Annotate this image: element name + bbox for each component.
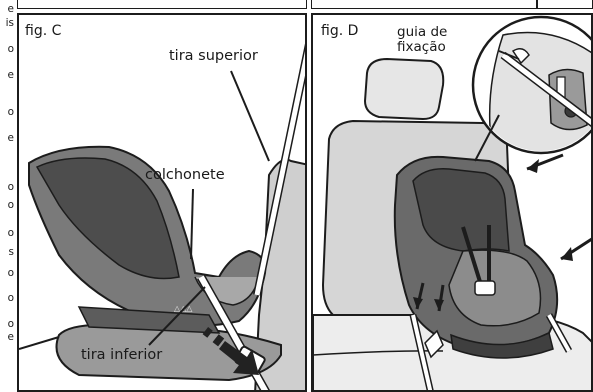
callout-cushion: colchonete bbox=[145, 167, 225, 183]
leader-detail bbox=[474, 114, 500, 162]
vehicle-headrest bbox=[363, 57, 445, 121]
leader-cushion bbox=[190, 188, 194, 260]
previous-panel-edge bbox=[311, 0, 593, 9]
callout-top-strap: tira superior bbox=[169, 48, 258, 64]
text-fragment: o bbox=[7, 292, 14, 304]
text-fragment: o bbox=[7, 181, 14, 193]
text-fragment: e bbox=[7, 3, 14, 15]
cropped-text-column: e is o e o e o o o s o o o e bbox=[0, 0, 16, 392]
figure-c-panel: △△△ fig. C tira superior colchonete tira… bbox=[17, 13, 307, 392]
detail-content bbox=[488, 31, 591, 151]
belt-right bbox=[547, 314, 571, 352]
top-strap bbox=[254, 50, 305, 296]
vehicle-seat-cushion bbox=[55, 323, 282, 382]
text-fragment: is bbox=[5, 17, 14, 29]
figure-d-label: fig. D bbox=[321, 23, 359, 39]
child-seat-base bbox=[77, 306, 221, 334]
text-fragment: o bbox=[7, 318, 14, 330]
direction-arrow bbox=[202, 327, 259, 375]
child-seat-headrest bbox=[412, 168, 510, 252]
previous-panel-edge bbox=[17, 0, 307, 9]
arrow-head bbox=[413, 297, 423, 309]
leader-lower-strap bbox=[148, 286, 206, 346]
text-fragment: e bbox=[7, 331, 14, 343]
figure-c-label: fig. C bbox=[25, 23, 62, 39]
figure-d-panel: fig. D guia de fixação bbox=[311, 13, 593, 392]
arrow-head bbox=[561, 247, 573, 261]
leader-guide bbox=[498, 50, 520, 60]
text-fragment: s bbox=[8, 246, 14, 258]
text-fragment: o bbox=[7, 267, 14, 279]
callout-bottom-strap: tira inferior bbox=[81, 347, 163, 363]
figure-d-illustration bbox=[313, 15, 591, 390]
arrow-head bbox=[527, 159, 539, 173]
harness-straps bbox=[461, 225, 491, 286]
text-fragment: o bbox=[7, 106, 14, 118]
figure-c-illustration: △△△ bbox=[19, 43, 305, 390]
arrow-head bbox=[434, 299, 444, 311]
text-fragment: e bbox=[7, 69, 14, 81]
harness-buckle bbox=[474, 280, 496, 296]
vehicle-belt bbox=[411, 314, 433, 390]
belt-buckle bbox=[424, 329, 444, 359]
text-fragment: o bbox=[7, 227, 14, 239]
text-fragment: e bbox=[7, 132, 14, 144]
callout-guide: guia de fixação bbox=[397, 24, 448, 55]
child-seat-base bbox=[450, 331, 554, 359]
text-fragment: o bbox=[7, 199, 14, 211]
cushion-edge bbox=[19, 336, 60, 350]
text-fragment: o bbox=[7, 43, 14, 55]
leader-top-strap bbox=[230, 70, 270, 162]
child-seat-backrest-pad bbox=[35, 157, 180, 280]
